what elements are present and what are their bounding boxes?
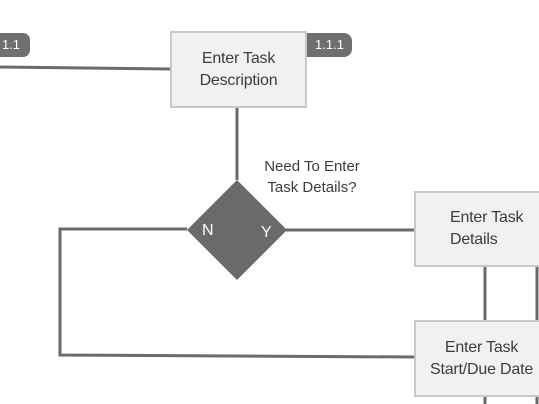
decision-yes-label: Y bbox=[261, 224, 272, 241]
decision-question-label: Need To Enter Task Details? bbox=[264, 158, 360, 196]
step-badge-current: 1.1.1 bbox=[307, 33, 352, 57]
decision-diamond[interactable] bbox=[187, 180, 287, 280]
node-enter-task-description[interactable]: Enter Task Description bbox=[170, 31, 307, 108]
step-badge-parent: 1.1 bbox=[0, 33, 30, 57]
node-enter-task-start-due-date[interactable]: Enter Task Start/Due Date bbox=[414, 320, 539, 397]
connector-no-to-start-due-date bbox=[58, 227, 416, 359]
node-enter-task-details[interactable]: Enter Task Details bbox=[414, 191, 539, 267]
decision-no-label: N bbox=[202, 222, 214, 239]
connector-from-parent bbox=[0, 65, 172, 71]
